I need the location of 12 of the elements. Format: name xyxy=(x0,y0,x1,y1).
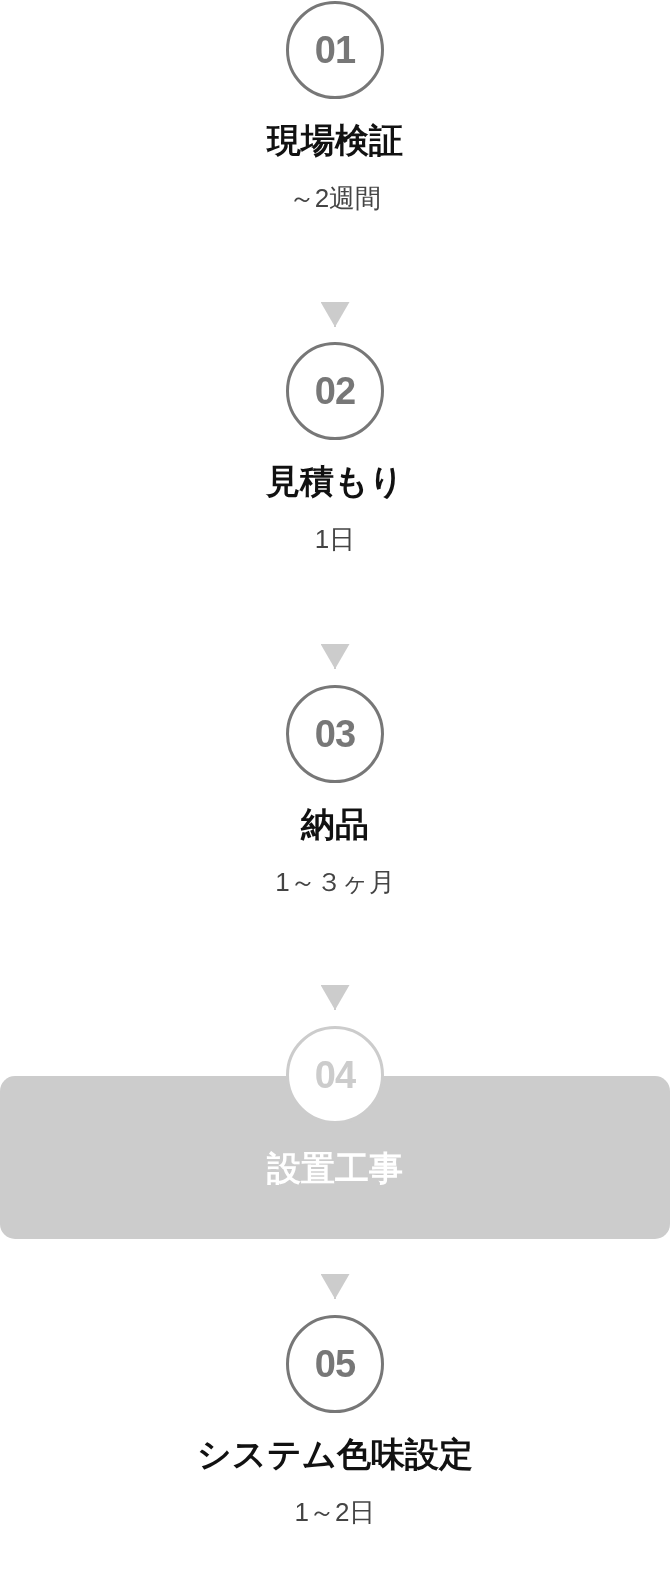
step-title: 現場検証 xyxy=(267,120,403,160)
step-title: 見積もり xyxy=(266,461,404,501)
step-duration: ～2週間 xyxy=(288,182,382,214)
step-title: システム色味設定 xyxy=(197,1434,473,1474)
step-number: 03 xyxy=(286,685,384,783)
step-number: 05 xyxy=(286,1315,384,1413)
step-number: 01 xyxy=(286,1,384,99)
step-duration: 1～３ヶ月 xyxy=(275,866,395,898)
step-duration: 1～2日 xyxy=(294,1496,376,1528)
step-duration: 1日 xyxy=(314,523,356,555)
step-number: 02 xyxy=(286,342,384,440)
step-title: 納品 xyxy=(301,804,369,844)
